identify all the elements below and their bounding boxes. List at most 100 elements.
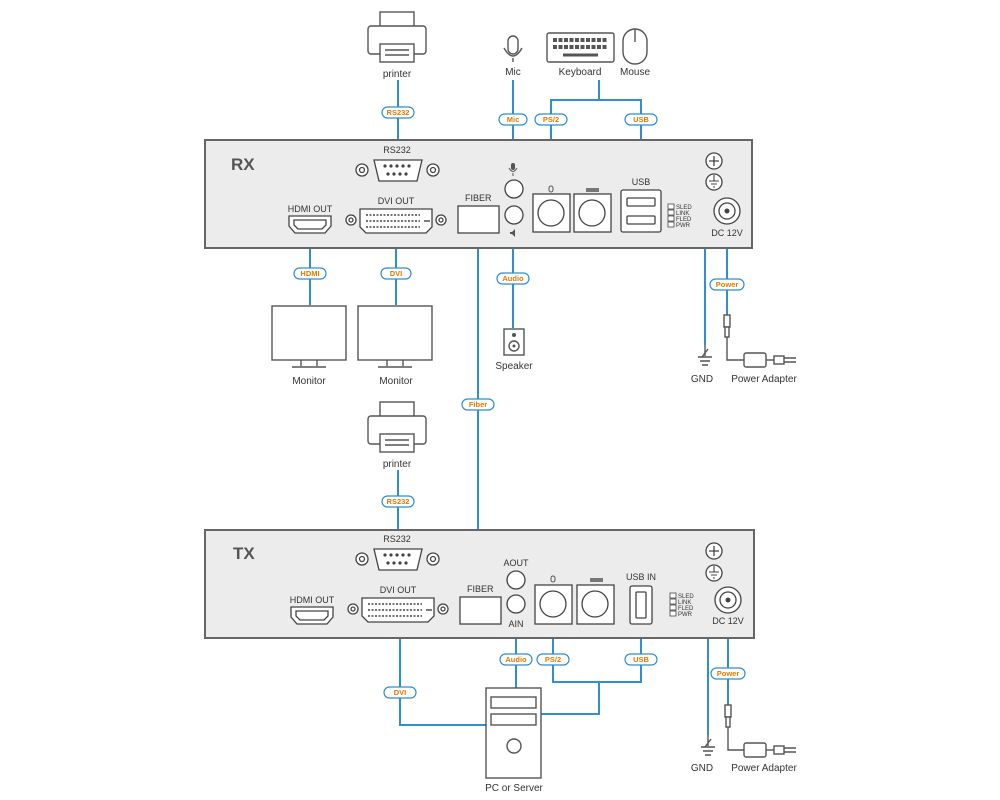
tx-ain-jack[interactable] — [506, 594, 526, 614]
rx-led-sled: SLED — [676, 205, 692, 211]
tx-title: TX — [233, 544, 255, 563]
tx-ps2-keyboard-icon — [590, 578, 603, 582]
monitor-dvi-label: Monitor — [379, 376, 413, 387]
monitor-icon — [357, 305, 433, 368]
mouse-label: Mouse — [620, 67, 650, 78]
svg-text:Mic: Mic — [507, 115, 520, 124]
rx-led-indicators: SLED LINK FLED PWR — [667, 203, 692, 229]
tag-tx-dvi: DVI — [383, 686, 417, 699]
ground-icon — [701, 735, 715, 756]
svg-text:USB: USB — [633, 115, 649, 124]
rx-usb-port[interactable] — [620, 189, 662, 233]
tag-fiber: Fiber — [461, 398, 495, 411]
tx-led-fled: FLED — [678, 606, 694, 612]
rx-hdmi-port[interactable] — [288, 215, 332, 234]
printer-icon — [367, 401, 427, 453]
rx-led-fled: FLED — [676, 217, 692, 223]
svg-text:Audio: Audio — [502, 274, 524, 283]
rx-rs232-port[interactable] — [355, 159, 440, 182]
tx-ps2-keyboard-socket — [581, 590, 609, 618]
tag-rx-ps2: PS/2 — [534, 113, 568, 126]
tx-hdmi-port[interactable] — [290, 606, 334, 625]
ground-icon — [698, 345, 712, 366]
speaker-label: Speaker — [495, 361, 533, 372]
printer-icon — [367, 11, 427, 63]
keyboard-label: Keyboard — [559, 67, 602, 78]
tx-fiber-port[interactable] — [459, 596, 502, 625]
tx-aout-jack[interactable] — [506, 570, 526, 590]
keyboard-icon — [546, 32, 615, 63]
tx-dc-label: DC 12V — [712, 616, 744, 626]
rx-dvi-port[interactable] — [345, 208, 447, 234]
mouse-icon — [622, 28, 648, 65]
rx-led-link: LINK — [676, 211, 689, 217]
svg-text:Audio: Audio — [505, 655, 527, 664]
tx-dc-port[interactable] — [714, 586, 742, 614]
tx-hdmi-out-label: HDMI OUT — [290, 595, 335, 605]
rx-ps2-keyboard-socket — [578, 199, 606, 227]
svg-text:Power: Power — [717, 669, 740, 678]
mic-label: Mic — [505, 67, 521, 78]
mic-icon — [503, 35, 523, 62]
tx-unit: TX RS232 HDMI OUT DVI OUT — [204, 529, 755, 639]
monitor-hdmi-label: Monitor — [292, 376, 326, 387]
rx-dc-port[interactable] — [713, 197, 741, 225]
tx-printer-label: printer — [383, 459, 412, 470]
rx-fiber-label: FIBER — [465, 193, 492, 203]
speaker-icon — [503, 328, 525, 356]
tx-ground-terminal[interactable] — [705, 542, 723, 582]
power-adapter-icon — [723, 314, 796, 368]
rx-speaker-icon — [510, 229, 515, 237]
tag-tx-power: Power — [710, 667, 746, 680]
tx-rs232-label: RS232 — [383, 534, 411, 544]
svg-text:RS232: RS232 — [387, 497, 410, 506]
tag-rx-usb: USB — [624, 113, 658, 126]
rx-hdmi-out-label: HDMI OUT — [288, 204, 333, 214]
tag-tx-usb: USB — [624, 653, 658, 666]
rx-title: RX — [231, 155, 255, 174]
rx-ps2-mouse-socket — [537, 199, 565, 227]
svg-text:DVI: DVI — [390, 269, 403, 278]
svg-text:DVI: DVI — [394, 688, 407, 697]
tx-dvi-out-label: DVI OUT — [380, 585, 417, 595]
tx-ps2-mouse-icon — [550, 575, 556, 583]
tag-rx-dvi: DVI — [380, 267, 412, 280]
rx-dc-label: DC 12V — [711, 228, 743, 238]
tx-rs232-port[interactable] — [355, 548, 440, 571]
tag-tx-audio: Audio — [499, 653, 533, 666]
rx-usb-label: USB — [632, 177, 651, 187]
tx-dvi-port[interactable] — [347, 597, 449, 623]
rx-mic-jack[interactable] — [504, 179, 524, 199]
tx-ps2-mouse-socket — [539, 590, 567, 618]
tx-ain-label: AIN — [508, 619, 523, 629]
tx-usb-in-label: USB IN — [626, 572, 656, 582]
cable-tags: RS232 Mic PS/2 USB HDMI DVI Audio Power … — [293, 106, 746, 699]
tag-rx-hdmi: HDMI — [293, 267, 327, 280]
svg-text:Fiber: Fiber — [469, 400, 487, 409]
tx-led-pwr: PWR — [678, 612, 693, 618]
power-adapter-icon — [724, 704, 796, 758]
svg-text:RS232: RS232 — [387, 108, 410, 117]
rx-dvi-out-label: DVI OUT — [378, 196, 415, 206]
monitor-icon — [271, 305, 347, 368]
rx-fiber-port[interactable] — [457, 205, 500, 234]
tag-tx-rs232: RS232 — [381, 495, 415, 508]
tag-tx-ps2: PS/2 — [536, 653, 570, 666]
tx-aout-label: AOUT — [503, 558, 529, 568]
tx-power-adapter-label: Power Adapter — [731, 763, 797, 774]
rx-ps2-mouse-icon — [548, 185, 554, 193]
rx-gnd-label: GND — [691, 374, 713, 385]
tag-rx-audio: Audio — [496, 272, 530, 285]
rx-speaker-jack[interactable] — [504, 205, 524, 225]
svg-text:USB: USB — [633, 655, 649, 664]
rx-printer-label: printer — [383, 69, 412, 80]
rx-ground-terminal[interactable] — [705, 152, 723, 191]
svg-text:PS/2: PS/2 — [545, 655, 561, 664]
rx-mic-icon — [508, 163, 518, 176]
tx-usb-in-port[interactable] — [629, 585, 653, 625]
svg-text:HDMI: HDMI — [300, 269, 319, 278]
svg-text:PS/2: PS/2 — [543, 115, 559, 124]
pc-tower-icon — [485, 687, 542, 779]
pc-label: PC or Server — [485, 783, 543, 794]
tx-gnd-label: GND — [691, 763, 713, 774]
